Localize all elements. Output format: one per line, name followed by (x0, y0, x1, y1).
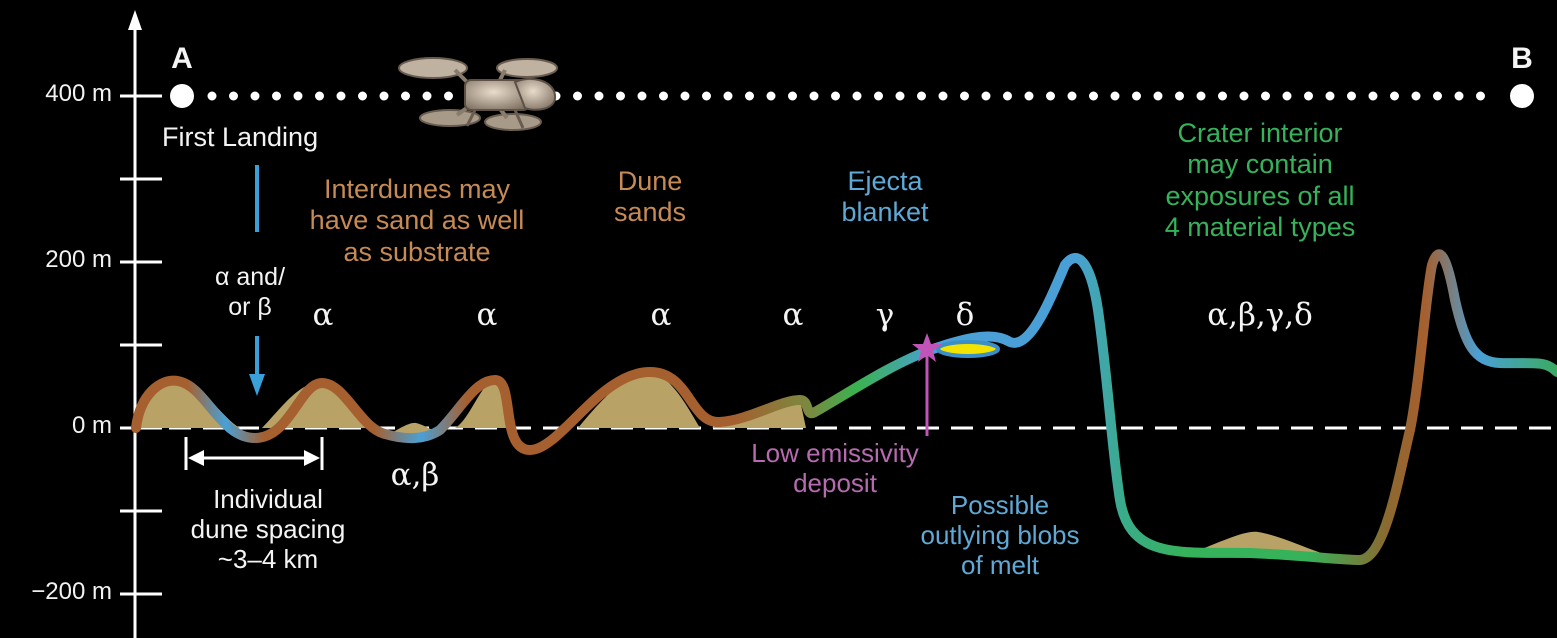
low-emissivity-star-icon (912, 333, 942, 362)
tick-label-0: 0 m (71, 412, 112, 439)
point-a-marker (170, 84, 194, 108)
spacing-arrow-left-icon (188, 450, 204, 466)
spacing-arrow-right-icon (304, 450, 320, 466)
y-axis-arrow-icon (128, 10, 142, 30)
landing-arrowhead-icon (249, 374, 265, 396)
point-b-marker (1510, 84, 1534, 108)
ejecta-label: Ejecta blanket (841, 166, 929, 228)
melt-blob (936, 340, 1000, 358)
crater-interior-label: Crater interior may contain exposures of… (1164, 118, 1356, 242)
first-landing-label: First Landing (162, 122, 319, 152)
material-alpha-3: α (650, 297, 672, 333)
dune-spacing-label: Individual dune spacing ~3–4 km (190, 484, 346, 575)
melt-blobs-label: Possible outlying blobs of melt (920, 490, 1080, 581)
material-alpha-beta: α,β (390, 457, 440, 493)
alpha-beta-and-or-label: α and/ or β (214, 263, 286, 321)
point-b-label: B (1511, 42, 1533, 75)
terrain-line (131, 249, 1557, 566)
dune-sands-label: Dune sands (613, 166, 687, 228)
material-crater-all: α,β,γ,δ (1207, 297, 1313, 333)
dragonfly-lander-icon (398, 57, 558, 131)
material-gamma: γ (875, 297, 895, 333)
material-alpha-4: α (782, 297, 804, 333)
material-alpha-2: α (476, 297, 498, 333)
tick-label-400: 400 m (45, 80, 112, 107)
material-delta: δ (955, 297, 975, 333)
tick-label-minus-200: −200 m (31, 578, 112, 605)
material-alpha-1: α (312, 297, 334, 333)
point-a-label: A (171, 42, 193, 75)
tick-label-200: 200 m (45, 246, 112, 273)
low-emissivity-label: Low emissivity deposit (751, 438, 919, 499)
interdunes-label: Interdunes may have sand as well as subs… (309, 174, 525, 267)
